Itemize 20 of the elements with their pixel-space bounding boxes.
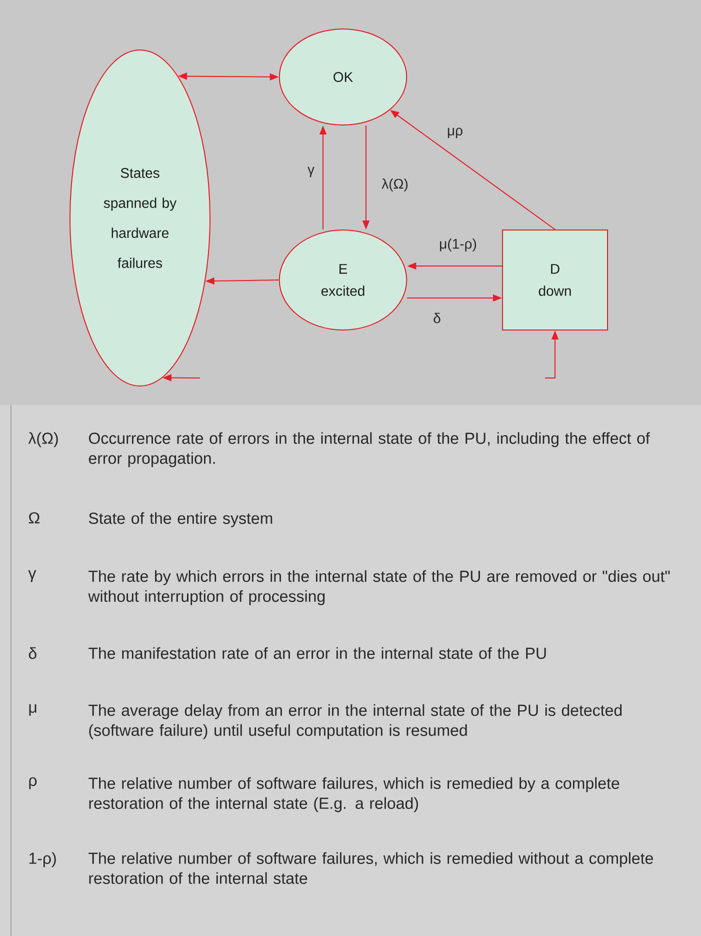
symbol-label: δ bbox=[28, 647, 36, 659]
edge-label: μρ bbox=[448, 128, 462, 138]
description-text: The average delay from an error in the internal state of the PU is detected (software failure) until useful computation is resumed bbox=[88, 704, 622, 740]
description-text: State of the entire system bbox=[88, 512, 272, 528]
state-box: D down bbox=[502, 230, 608, 330]
symbol-label: ρ bbox=[29, 777, 37, 790]
symbol-label: μ bbox=[29, 704, 36, 716]
edge-label: λ(Ω) bbox=[382, 178, 408, 192]
description-text: Occurrence rate of errors in the internal state of the PU, including the effect of error propagation. bbox=[88, 432, 650, 468]
description-text: The manifestation rate of an error in the internal state of the PU bbox=[88, 647, 546, 659]
edge-label: μ(1-ρ) bbox=[440, 238, 476, 252]
symbol-label: Ω bbox=[28, 512, 40, 524]
edge-label: γ bbox=[308, 166, 314, 178]
symbol-label: λ(Ω) bbox=[28, 432, 58, 448]
description-text: The rate by which errors in the internal state of the PU are removed or "dies out" without interruption of processing bbox=[88, 570, 670, 606]
symbol-label: γ bbox=[28, 570, 36, 582]
symbol-label: 1-ρ) bbox=[29, 852, 56, 868]
edge-label: δ bbox=[434, 312, 440, 324]
description-text: The relative number of software failures, which is remedied by a complete restoration of the internal state (E.g. a reload) bbox=[88, 777, 620, 812]
description-text: The relative number of software failures, which is remedied without a complete restoration of the internal state bbox=[88, 852, 653, 884]
